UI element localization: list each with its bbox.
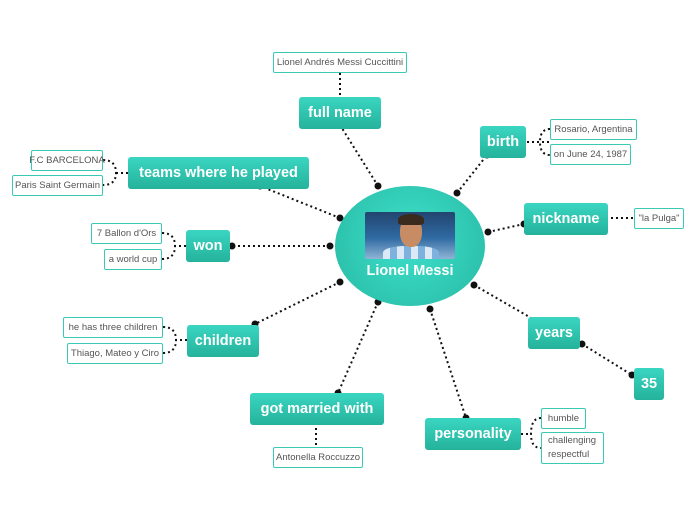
leaf-birth-date[interactable]: on June 24, 1987: [550, 144, 631, 165]
leaf-personality-line-1: challenging: [548, 435, 597, 446]
central-topic-label: Lionel Messi: [366, 263, 454, 279]
topic-got-married-with[interactable]: got married with: [250, 393, 384, 425]
leaf-personality-humble[interactable]: humble: [541, 408, 586, 429]
leaf-personality-challenging-respectful[interactable]: challenging respectful: [541, 432, 604, 464]
leaf-won-world-cup[interactable]: a world cup: [104, 249, 162, 270]
leaf-birth-place[interactable]: Rosario, Argentina: [550, 119, 637, 140]
topic-full-name[interactable]: full name: [299, 97, 381, 129]
leaf-full-name-value[interactable]: Lionel Andrés Messi Cuccittini: [273, 52, 407, 73]
central-topic-lionel-messi[interactable]: Lionel Messi: [335, 186, 485, 306]
topic-teams[interactable]: teams where he played: [128, 157, 309, 189]
leaf-personality-line-2: respectful: [548, 449, 590, 460]
topic-years[interactable]: years: [528, 317, 580, 349]
leaf-children-count[interactable]: he has three children: [63, 317, 163, 338]
leaf-children-names[interactable]: Thiago, Mateo y Ciro: [67, 343, 163, 364]
leaf-won-ballon-dors[interactable]: 7 Ballon d'Ors: [91, 223, 162, 244]
leaf-nickname-value[interactable]: "la Pulga": [634, 208, 684, 229]
topic-personality[interactable]: personality: [425, 418, 521, 450]
leaf-team-psg[interactable]: Paris Saint Germain: [12, 175, 103, 196]
topic-won[interactable]: won: [186, 230, 230, 262]
topic-age-35[interactable]: 35: [634, 368, 664, 400]
messi-portrait-image: [365, 212, 455, 259]
topic-children[interactable]: children: [187, 325, 259, 357]
leaf-team-barcelona[interactable]: F.C BARCELONA: [29, 150, 105, 171]
topic-nickname[interactable]: nickname: [524, 203, 608, 235]
topic-birth[interactable]: birth: [480, 126, 526, 158]
leaf-spouse[interactable]: Antonella Roccuzzo: [273, 447, 363, 468]
